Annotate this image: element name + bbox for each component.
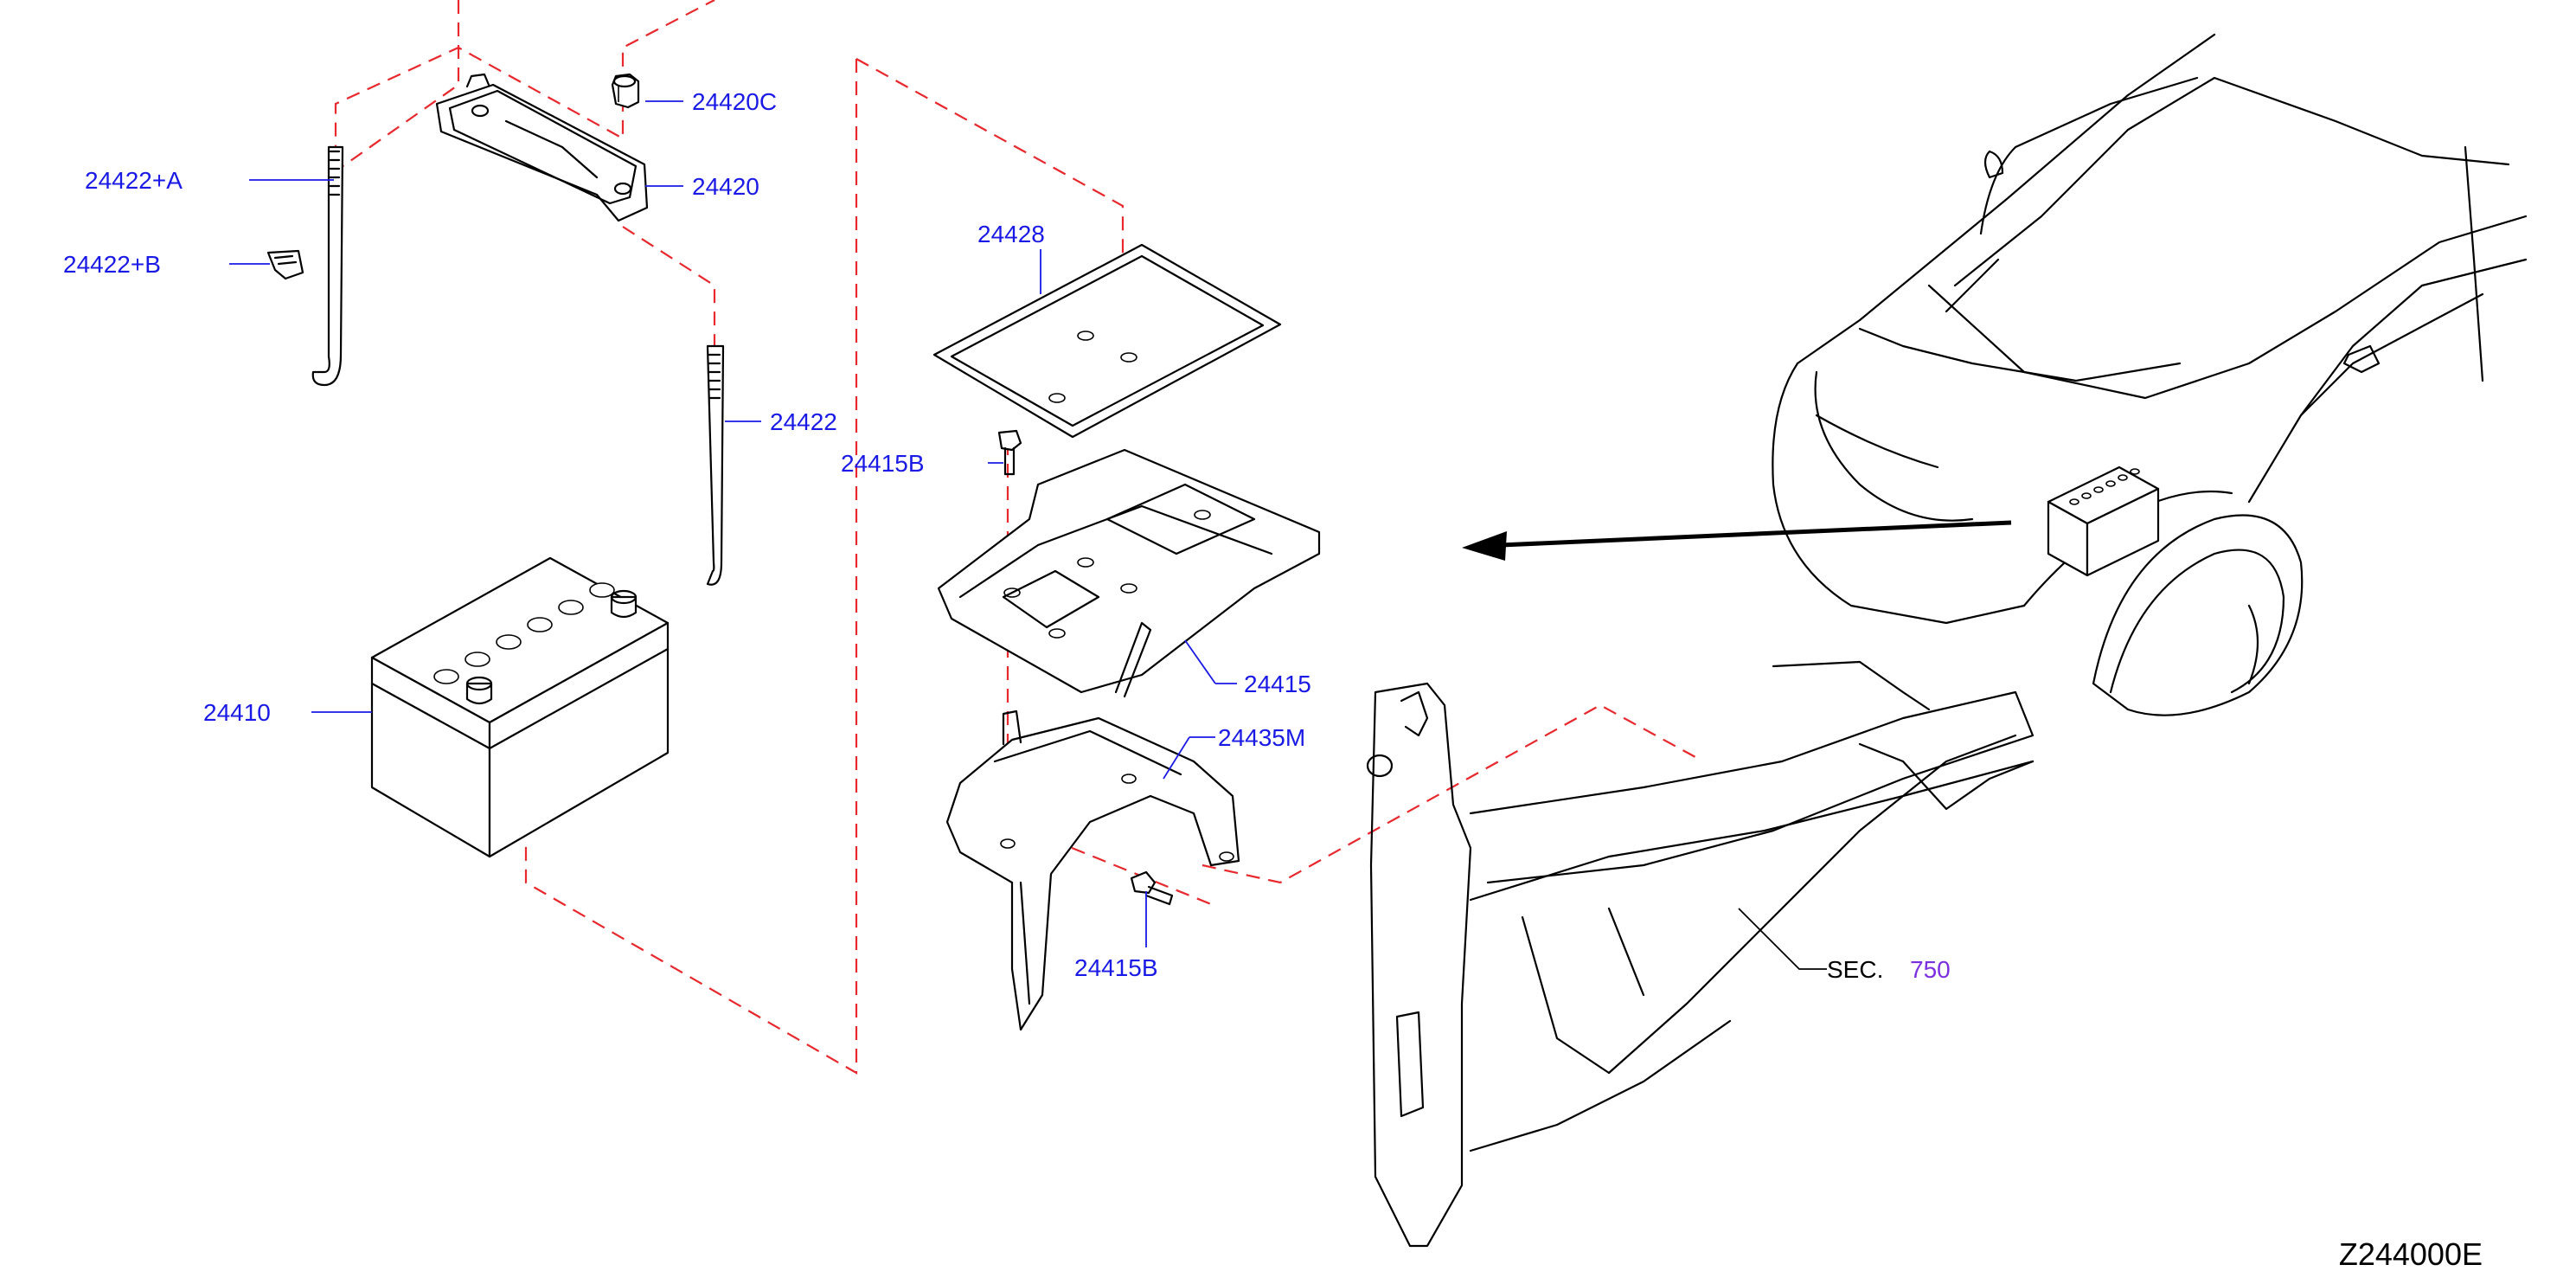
battery-location-icon	[2047, 465, 2160, 577]
callout-labels: 24420C 24420 24422+A 24422+B 24422 24428…	[63, 88, 1951, 983]
bolt-24415b-bottom[interactable]	[1130, 870, 1174, 906]
nut-24420c[interactable]	[611, 73, 640, 109]
callout-24420[interactable]: 24420	[692, 173, 759, 200]
callout-24422b[interactable]: 24422+B	[63, 251, 161, 278]
callout-24415[interactable]: 24415	[1244, 671, 1311, 697]
battery-24410[interactable]	[370, 556, 670, 858]
callout-24422a[interactable]: 24422+A	[85, 167, 183, 194]
callout-24415b-top[interactable]: 24415B	[841, 450, 925, 477]
clip-24422b[interactable]	[266, 249, 304, 280]
bracket-24435m[interactable]	[945, 709, 1240, 1031]
body-structure-sec750[interactable]	[1366, 660, 2035, 1248]
rod-24422[interactable]	[706, 344, 725, 586]
callout-24420c[interactable]: 24420C	[692, 88, 777, 115]
frame-24428[interactable]	[932, 243, 1282, 439]
section-ref-link[interactable]: 750	[1910, 956, 1951, 983]
callout-24435m[interactable]: 24435M	[1218, 724, 1305, 751]
callout-24415b-bottom[interactable]: 24415B	[1074, 954, 1158, 981]
section-ref-prefix: SEC.	[1827, 956, 1883, 983]
battery-strap-24420[interactable]	[435, 73, 649, 222]
vehicle-outline	[1772, 33, 2528, 716]
callout-24422[interactable]: 24422	[770, 408, 837, 435]
rod-24422a[interactable]	[311, 145, 344, 387]
callout-24410[interactable]: 24410	[203, 699, 271, 726]
location-arrow	[1462, 520, 2012, 561]
bolt-24415b-top[interactable]	[997, 429, 1022, 476]
diagram-code: Z244000E	[2339, 1236, 2483, 1272]
tray-24415[interactable]	[937, 448, 1321, 698]
leader-lines	[229, 100, 1827, 970]
callout-24428[interactable]: 24428	[977, 221, 1045, 247]
